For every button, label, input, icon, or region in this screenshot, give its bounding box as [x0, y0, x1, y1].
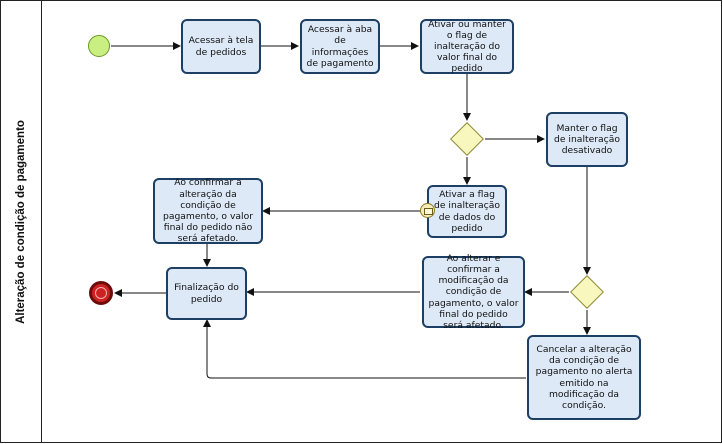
- task-manter-desativado-label: Manter o flag de inalteração desativado: [554, 122, 620, 157]
- task-ativar-flag[interactable]: Ativar a flag de inalteração de dados do…: [427, 185, 507, 238]
- task-acessar-aba[interactable]: Acessar à aba de informações de pagament…: [300, 19, 380, 74]
- envelope-icon: [420, 203, 435, 218]
- task-acessar-tela-label: Acessar à tela de pedidos: [188, 35, 254, 58]
- task-finalizacao-label: Finalização do pedido: [174, 282, 239, 305]
- task-ativar-manter-label: Ativar ou manter o flag de inalteração d…: [428, 18, 506, 75]
- lane-header: Alteração de condição de pagamento: [0, 0, 42, 443]
- task-ao-alterar[interactable]: Ao alterar e confirmar a modificação da …: [422, 252, 525, 332]
- end-event: [89, 281, 113, 305]
- task-acessar-tela[interactable]: Acessar à tela de pedidos: [181, 19, 261, 74]
- task-cancelar-label: Cancelar a alteração da condição de paga…: [535, 343, 633, 411]
- task-finalizacao[interactable]: Finalização do pedido: [166, 267, 247, 320]
- task-ao-confirmar[interactable]: Ao confirmar a alteração da condição de …: [153, 177, 263, 245]
- task-ativar-flag-label: Ativar a flag de inalteração de dados do…: [434, 189, 500, 234]
- flow-cancelar-to-finalizacao: [203, 319, 526, 379]
- start-event: [88, 35, 110, 57]
- task-manter-desativado[interactable]: Manter o flag de inalteração desativado: [546, 112, 628, 167]
- task-cancelar[interactable]: Cancelar a alteração da condição de paga…: [527, 335, 641, 420]
- task-acessar-aba-label: Acessar à aba de informações de pagament…: [306, 24, 374, 69]
- task-ao-confirmar-label: Ao confirmar a alteração da condição de …: [163, 177, 253, 245]
- task-ao-alterar-label: Ao alterar e confirmar a modificação da …: [428, 252, 519, 332]
- task-ativar-manter[interactable]: Ativar ou manter o flag de inalteração d…: [420, 19, 514, 74]
